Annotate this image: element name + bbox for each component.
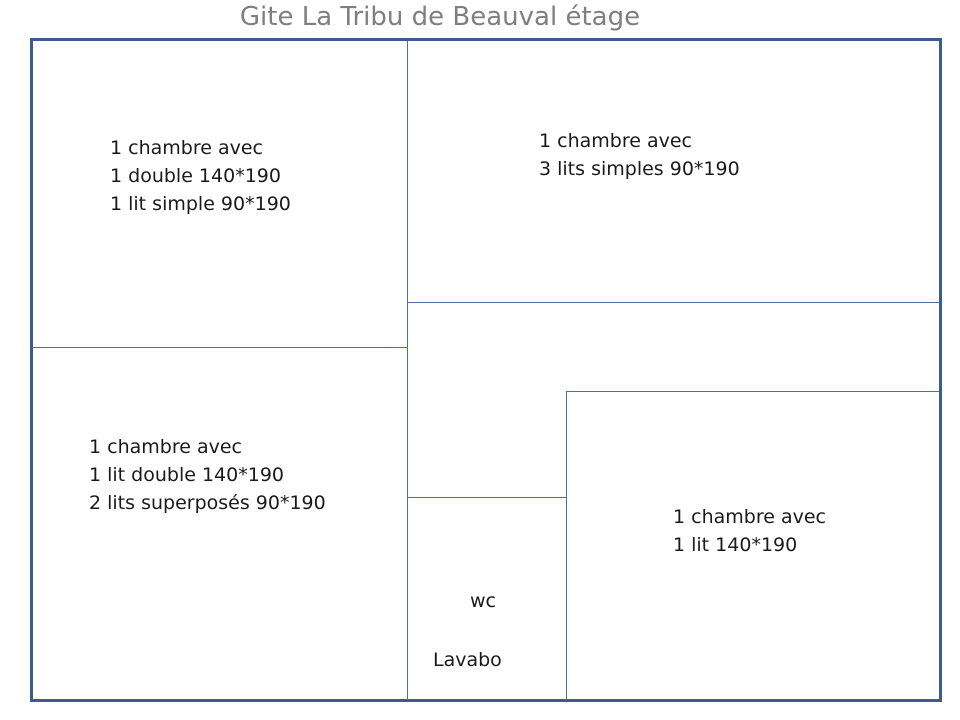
room-line: 1 double 140*190 xyxy=(110,165,281,187)
room-top-left-label: 1 chambre avec 1 double 140*190 1 lit si… xyxy=(110,134,291,218)
room-line: 1 chambre avec xyxy=(110,137,263,159)
room-line: 1 chambre avec xyxy=(673,506,826,528)
room-line: 1 lit double 140*190 xyxy=(89,464,285,486)
room-line: 1 chambre avec xyxy=(89,436,242,458)
wc-label: wc xyxy=(470,590,496,612)
plan-title: Gite La Tribu de Beauval étage xyxy=(239,2,641,32)
room-line: 1 chambre avec xyxy=(539,130,692,152)
floor-plan: 1 chambre avec 1 double 140*190 1 lit si… xyxy=(30,38,942,702)
wall-left-horizontal xyxy=(33,347,407,348)
wall-bottom-right-top xyxy=(566,391,939,392)
wall-bottom-right-left xyxy=(566,391,567,699)
room-bottom-left-label: 1 chambre avec 1 lit double 140*190 2 li… xyxy=(89,433,326,517)
room-line: 1 lit simple 90*190 xyxy=(110,193,291,215)
lavabo-label: Lavabo xyxy=(433,649,502,671)
room-top-right-label: 1 chambre avec 3 lits simples 90*190 xyxy=(539,127,740,183)
wall-left-divider xyxy=(407,41,408,699)
room-line: 2 lits superposés 90*190 xyxy=(89,492,326,514)
wall-wc-top xyxy=(407,497,566,498)
room-line: 1 lit 140*190 xyxy=(673,534,798,556)
room-bottom-right-label: 1 chambre avec 1 lit 140*190 xyxy=(673,503,826,559)
wall-top-right-bottom xyxy=(407,302,939,303)
room-line: 3 lits simples 90*190 xyxy=(539,158,740,180)
